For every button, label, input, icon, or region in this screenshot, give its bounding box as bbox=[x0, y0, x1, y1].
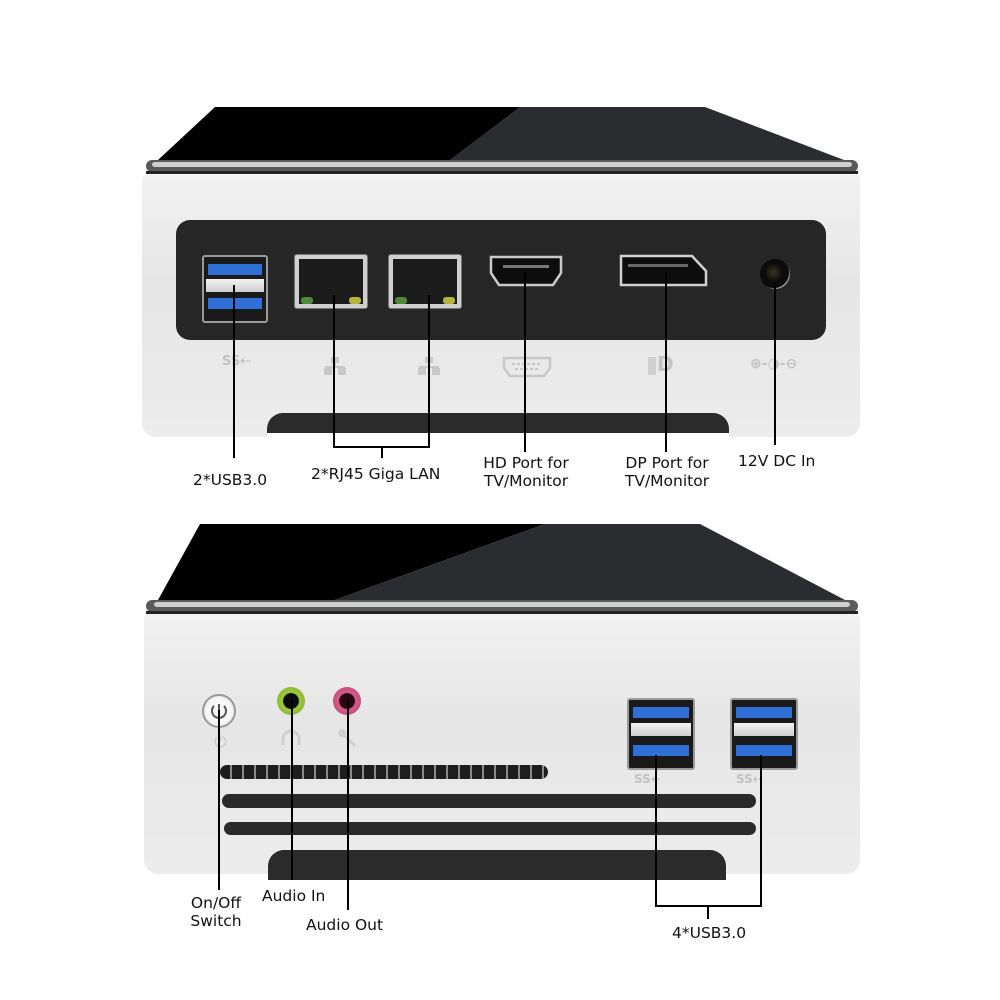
callout-line-audio-out bbox=[347, 700, 349, 910]
callout-line-lan-1 bbox=[333, 295, 335, 447]
label-power-switch: On/Off Switch bbox=[178, 894, 254, 930]
callout-line-dc bbox=[774, 283, 776, 445]
usb-port[interactable] bbox=[736, 742, 792, 756]
power-symbol-icon: ⏻ bbox=[214, 732, 227, 751]
usb-divider bbox=[631, 723, 691, 736]
displayport-port[interactable] bbox=[618, 253, 710, 289]
label-hd-port: HD Port for TV/Monitor bbox=[476, 454, 576, 490]
usb-port-top[interactable] bbox=[208, 261, 262, 275]
ss-usb-icon: SS⇠ bbox=[736, 772, 763, 786]
label-hd-line2: TV/Monitor bbox=[483, 472, 569, 490]
callout-line-power bbox=[218, 710, 220, 890]
usb-port[interactable] bbox=[633, 742, 689, 756]
network-icon bbox=[324, 357, 346, 375]
ss-usb-icon: SS⇠ bbox=[222, 354, 252, 369]
callout-line-lan-2 bbox=[428, 295, 430, 447]
usb-port[interactable] bbox=[633, 704, 689, 718]
usb-divider bbox=[734, 723, 794, 736]
callout-line-hd bbox=[524, 272, 526, 452]
ss-usb-icon: SS⇠ bbox=[634, 772, 661, 786]
front-usb-stack-2[interactable] bbox=[730, 698, 798, 770]
label-dp-line1: DP Port for bbox=[625, 454, 709, 472]
rj45-port-2[interactable] bbox=[389, 255, 461, 308]
rj45-port-1[interactable] bbox=[295, 255, 367, 308]
displayport-icon: D bbox=[648, 352, 674, 376]
rear-view-device: SS⇠ D ⊕-◑-⊖ bbox=[140, 105, 865, 445]
label-rear-usb: 2*USB3.0 bbox=[193, 471, 268, 489]
callout-stem-usb-front bbox=[707, 905, 709, 919]
label-audio-out: Audio Out bbox=[306, 916, 384, 934]
callout-line-usb-front-1 bbox=[655, 755, 657, 907]
callout-line-dp bbox=[665, 272, 667, 452]
label-dc-in: 12V DC In bbox=[738, 452, 816, 470]
lan-led-green bbox=[395, 297, 407, 304]
label-dp-line2: TV/Monitor bbox=[624, 472, 710, 490]
base-cutout bbox=[268, 850, 726, 880]
lan-led-yellow bbox=[443, 297, 455, 304]
callout-line-usb-front-2 bbox=[760, 755, 762, 907]
lan-led-green bbox=[301, 297, 313, 304]
label-power-line1: On/Off bbox=[190, 894, 242, 912]
hdmi-port[interactable] bbox=[487, 255, 565, 289]
usb-port-bottom[interactable] bbox=[208, 295, 262, 309]
usb-port[interactable] bbox=[736, 704, 792, 718]
front-vent-1 bbox=[220, 765, 548, 779]
front-vent-2 bbox=[222, 794, 756, 808]
usb-divider bbox=[206, 279, 264, 292]
microphone-icon bbox=[338, 729, 357, 748]
label-audio-in: Audio In bbox=[262, 887, 326, 905]
front-usb-stack-1[interactable] bbox=[627, 698, 695, 770]
callout-line-audio-in bbox=[291, 700, 293, 880]
front-vent-3 bbox=[224, 822, 756, 835]
device-lid bbox=[146, 107, 858, 174]
rear-usb-port-stack[interactable] bbox=[202, 255, 268, 323]
base-gap bbox=[267, 433, 729, 445]
device-lid bbox=[146, 524, 858, 614]
label-power-line2: Switch bbox=[190, 912, 242, 930]
callout-line-usb bbox=[233, 285, 235, 458]
front-view-device: ⏻ SS⇠ SS⇠ bbox=[140, 522, 865, 882]
hdmi-icon bbox=[502, 356, 552, 378]
label-rj45-lan: 2*RJ45 Giga LAN bbox=[311, 465, 441, 483]
label-front-usb: 4*USB3.0 bbox=[672, 924, 747, 942]
label-dp-port: DP Port for TV/Monitor bbox=[617, 454, 717, 490]
lan-led-yellow bbox=[349, 297, 361, 304]
dc-polarity-icon: ⊕-◑-⊖ bbox=[750, 356, 797, 372]
callout-stem-lan bbox=[381, 446, 383, 458]
label-hd-line1: HD Port for bbox=[483, 454, 569, 472]
